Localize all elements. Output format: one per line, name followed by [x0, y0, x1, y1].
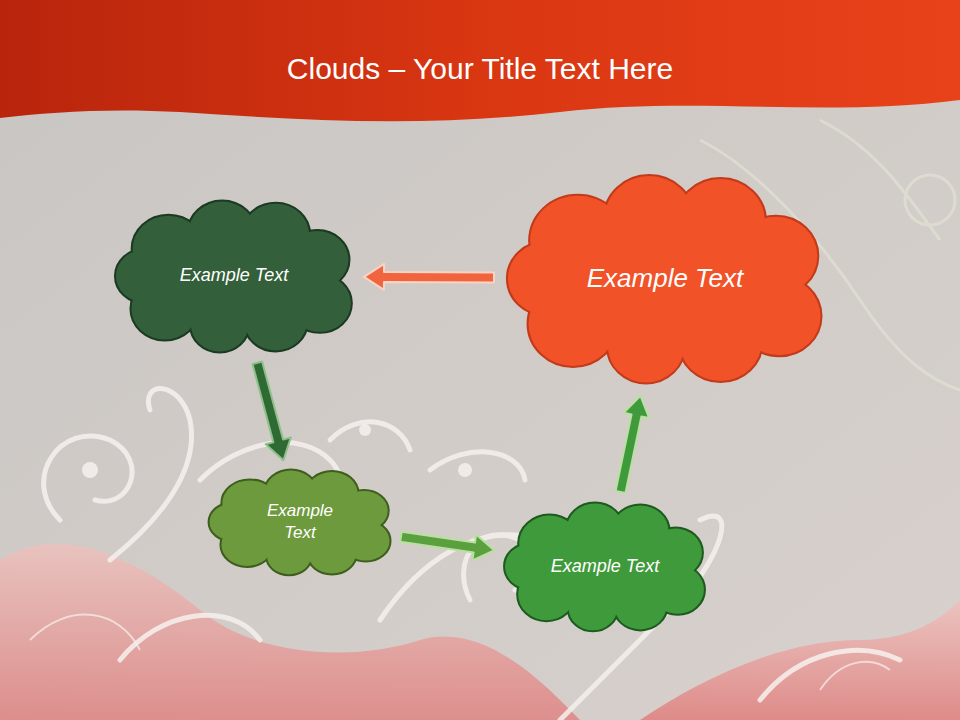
cloud-text: Example Text	[551, 555, 659, 578]
block-arrow	[616, 396, 650, 493]
cloud-text: Example Text	[180, 264, 288, 287]
block-arrow	[253, 362, 291, 461]
cloud-node: Example Text	[205, 466, 395, 578]
block-arrow	[400, 532, 494, 561]
cloud-node: Example Text	[110, 195, 358, 357]
cloud-text: Example Text	[587, 262, 744, 296]
cloud-text: Example Text	[250, 500, 350, 544]
cloud-node: Example Text	[500, 498, 710, 635]
cloud-node: Example Text	[500, 167, 830, 390]
slide-title: Clouds – Your Title Text Here	[0, 52, 960, 86]
block-arrow	[364, 264, 494, 290]
cloud-shape	[205, 466, 395, 578]
